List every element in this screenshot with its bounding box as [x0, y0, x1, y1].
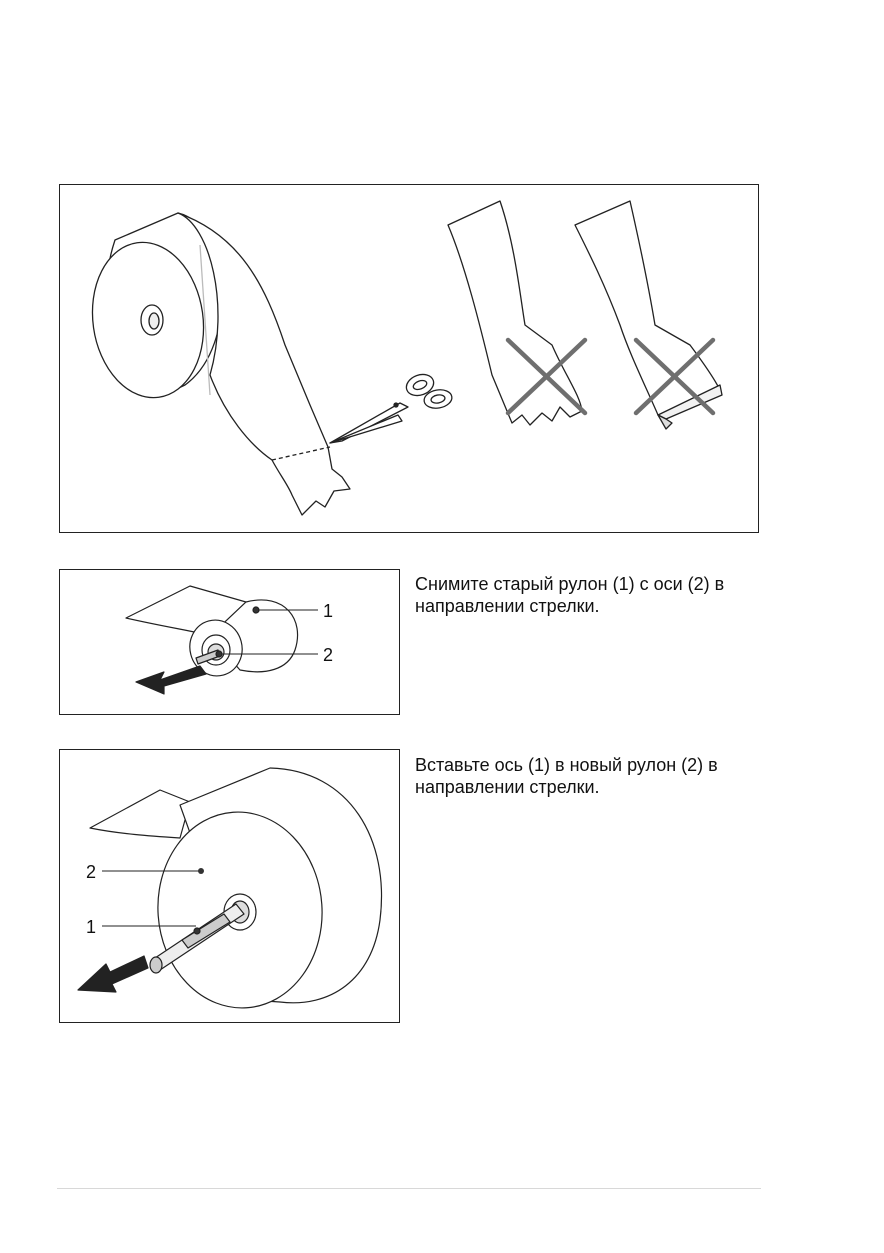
callout-1: 1 [86, 917, 96, 937]
insert-arrow-icon [77, 955, 149, 993]
old-roll-icon [125, 585, 299, 677]
step-remove-roll-text: Снимите старый рулон (1) с оси (2) в нап… [415, 574, 725, 616]
torn-edge-crossed-icon [447, 200, 583, 426]
insert-axle-illustration: 2 1 [77, 767, 383, 1009]
new-roll-icon [157, 767, 383, 1009]
paper-roll-icon [91, 212, 351, 516]
folded-edge-crossed-icon [574, 200, 723, 430]
callout-1: 1 [323, 601, 333, 621]
footer-divider [57, 1188, 761, 1189]
figure-cut-paper [59, 184, 759, 533]
scissors-icon [329, 373, 453, 444]
figure-remove-roll: 1 2 [59, 569, 400, 715]
remove-arrow-icon [135, 665, 207, 695]
paper-strip [89, 789, 191, 839]
remove-roll-illustration: 1 2 [125, 585, 333, 695]
callout-2: 2 [86, 862, 96, 882]
callout-2: 2 [323, 645, 333, 665]
step-insert-axle-text: Вставьте ось (1) в новый рулон (2) в нап… [415, 755, 718, 797]
axle-icon [149, 903, 245, 974]
cut-paper-illustration [91, 200, 723, 516]
figure-insert-axle: 2 1 [59, 749, 400, 1023]
